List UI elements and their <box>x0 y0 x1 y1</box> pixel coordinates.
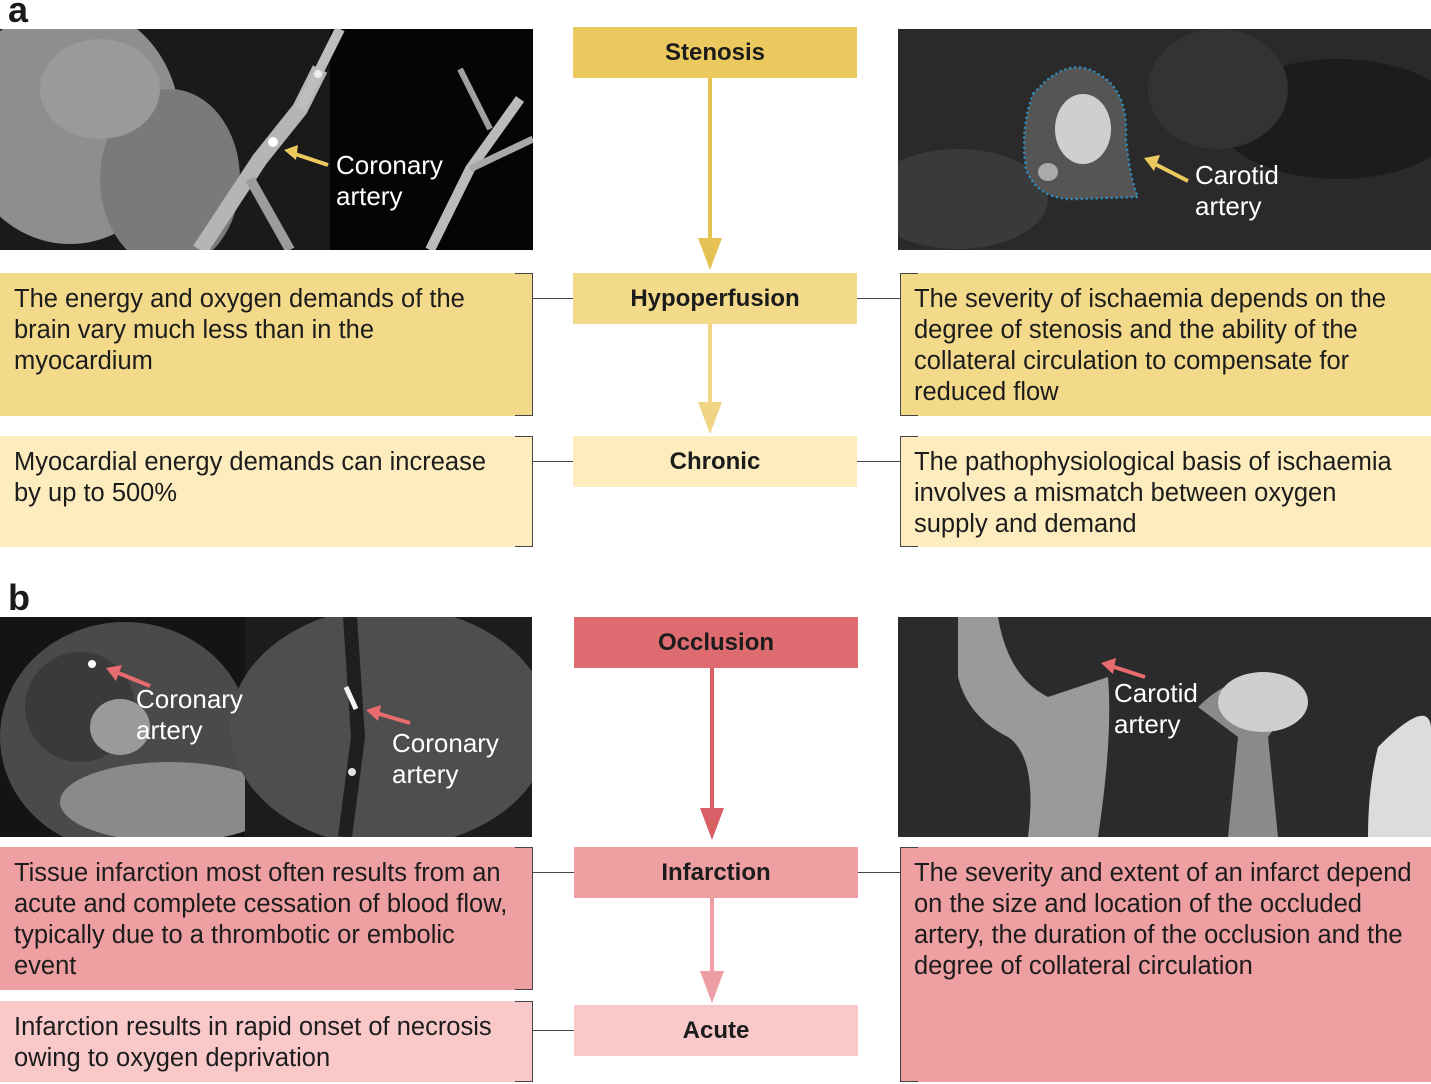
brain-demand-text-box: The energy and oxygen demands of the bra… <box>0 273 533 416</box>
infarction-cause-text-box: Tissue infarction most often results fro… <box>0 847 533 990</box>
label-line-1: Carotid <box>1195 160 1279 190</box>
panel-b-letter: b <box>8 577 30 618</box>
flow-arrows-b <box>700 668 724 1003</box>
occlusion-box: Occlusion <box>574 617 858 668</box>
ischaemia-basis-text-box: The pathophysiological basis of ischaemi… <box>900 436 1431 547</box>
label-line-1: Coronary <box>336 150 443 180</box>
label-line-1: Coronary <box>136 684 243 714</box>
bracket <box>515 273 533 416</box>
coronary-artery-label-b2: Coronary artery <box>392 728 499 790</box>
chronic-box: Chronic <box>573 436 857 487</box>
label-line-2: artery <box>336 181 403 211</box>
coronary-artery-label-a: Coronary artery <box>336 150 443 212</box>
arrowhead-1 <box>700 808 724 840</box>
coronary-artery-label-b1: Coronary artery <box>136 684 243 746</box>
bracket <box>900 436 918 547</box>
connector-line <box>533 1030 574 1031</box>
necrosis-text-box: Infarction results in rapid onset of nec… <box>0 1001 533 1082</box>
connector-line <box>533 461 573 462</box>
label-line-2: artery <box>392 759 459 789</box>
label-line-1: Coronary <box>392 728 499 758</box>
ischaemia-severity-text-box: The severity of ischaemia depends on the… <box>900 273 1431 416</box>
label-line-2: artery <box>136 715 203 745</box>
carotid-ct-image-b: Carotid artery <box>898 617 1431 837</box>
arrowhead-1 <box>698 238 722 270</box>
connector-line <box>533 298 573 299</box>
bracket <box>900 847 918 1082</box>
arrowhead-2 <box>700 971 724 1003</box>
acute-box: Acute <box>574 1005 858 1056</box>
carotid-ct-graphic-b <box>898 617 1431 837</box>
stenosis-box: Stenosis <box>573 27 857 78</box>
coronary-ct-image-b: Coronary artery Coronary artery <box>0 617 532 837</box>
connector-line <box>857 461 900 462</box>
bracket <box>515 436 533 547</box>
carotid-ct-graphic <box>898 29 1431 250</box>
connector-line <box>533 872 574 873</box>
coronary-ct-image-a: Coronary artery <box>0 29 533 250</box>
infarction-box: Infarction <box>574 847 858 898</box>
label-line-2: artery <box>1114 709 1181 739</box>
infarct-severity-text-box: The severity and extent of an infarct de… <box>900 847 1431 1082</box>
panel-a-letter: a <box>8 0 29 30</box>
label-line-1: Carotid <box>1114 678 1198 708</box>
coronary-ct-graphic-b <box>0 617 532 837</box>
carotid-artery-label-a: Carotid artery <box>1195 160 1279 222</box>
carotid-ct-image-a: Carotid artery <box>898 29 1431 250</box>
label-line-2: artery <box>1195 191 1262 221</box>
connector-line <box>857 298 900 299</box>
myocardial-demand-text-box: Myocardial energy demands can increase b… <box>0 436 533 547</box>
flow-arrows-a <box>698 78 722 434</box>
bracket <box>900 273 918 416</box>
coronary-ct-graphic <box>0 29 533 250</box>
bracket <box>515 1001 533 1082</box>
bracket <box>515 847 533 990</box>
arrowhead-2 <box>698 402 722 434</box>
connector-line <box>858 872 900 873</box>
carotid-artery-label-b: Carotid artery <box>1114 678 1198 740</box>
hypoperfusion-box: Hypoperfusion <box>573 273 857 324</box>
